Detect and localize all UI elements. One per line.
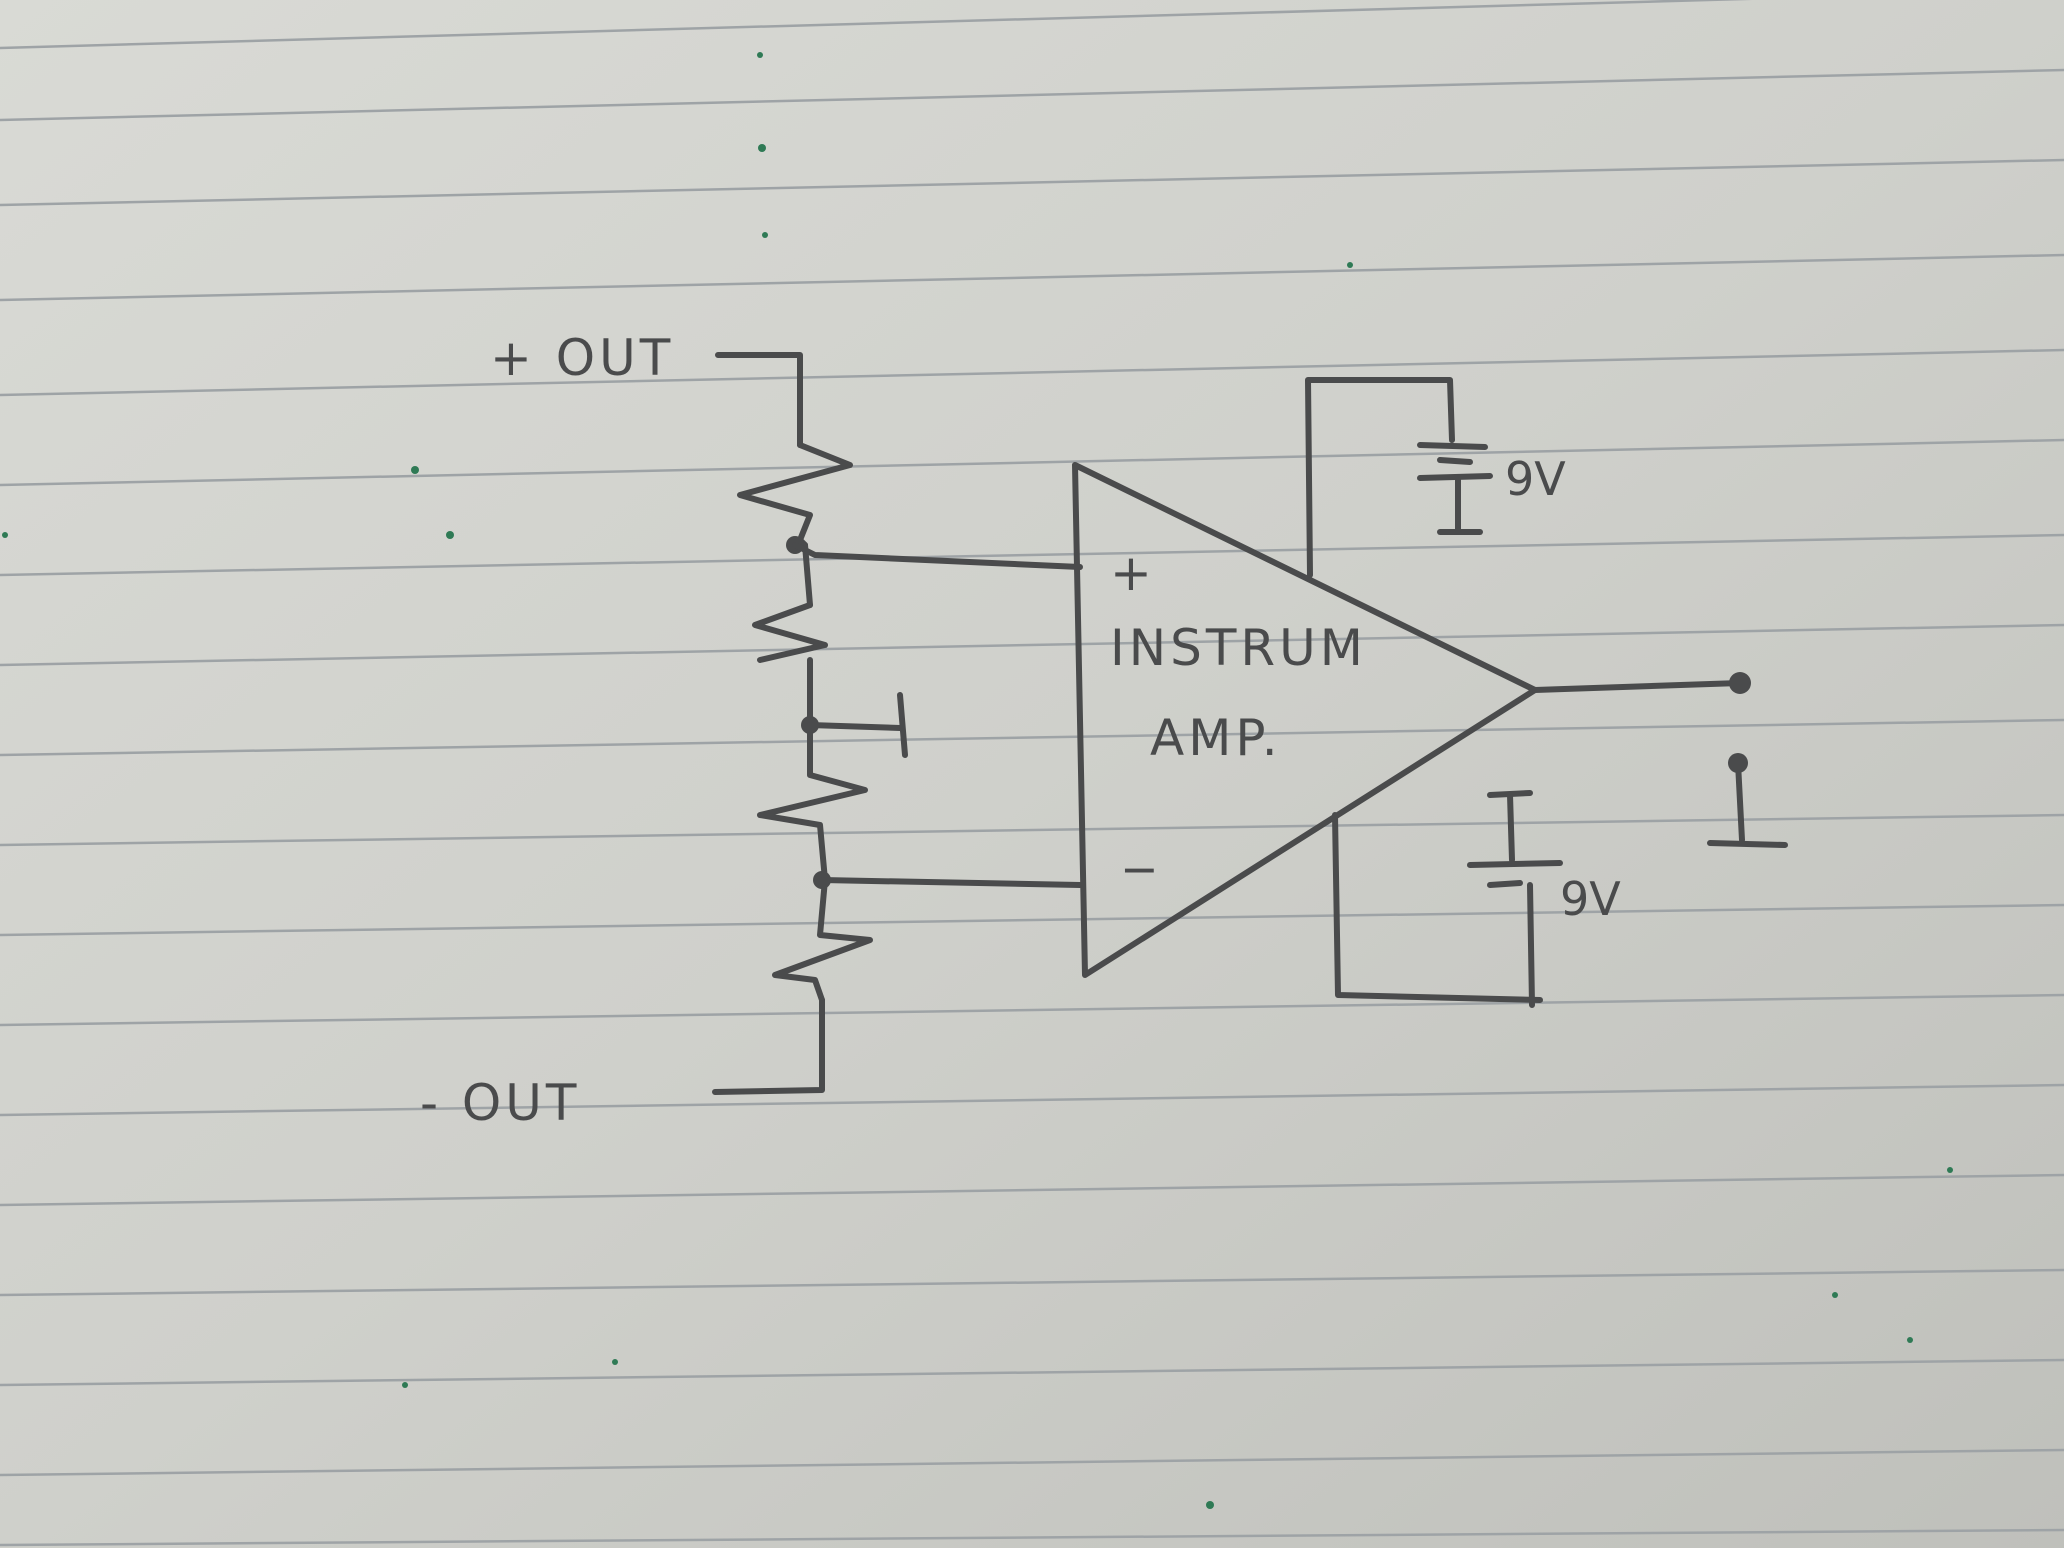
ground-tap-wire — [807, 722, 903, 731]
resistor-4 — [772, 877, 873, 1003]
output-ground-bar — [1707, 840, 1788, 848]
output-ground-lead — [1735, 760, 1745, 843]
minus-out-label: - OUT — [420, 1074, 580, 1132]
paper-specks — [2, 52, 1953, 1509]
output-terminal — [1729, 672, 1751, 694]
output-wire — [1532, 680, 1743, 693]
output-ground-terminal — [1728, 753, 1748, 773]
minus-input-wire — [819, 877, 1083, 888]
top-battery-label: 9V — [1505, 452, 1566, 506]
resistor-3 — [757, 722, 868, 883]
top-supply-battery — [1305, 377, 1493, 578]
amp-label-line2: AMP. — [1150, 709, 1282, 767]
bottom-battery-label: 9V — [1560, 872, 1621, 926]
plus-input-label: + — [1110, 544, 1156, 602]
amp-label-line1: INSTRUM — [1110, 619, 1367, 677]
plus-out-label: + OUT — [490, 329, 674, 387]
resistor-2 — [752, 602, 828, 663]
resistor-chain — [712, 352, 873, 1095]
bottom-supply-battery — [1332, 790, 1563, 1008]
ground-tap-bar — [897, 692, 908, 758]
minus-input-label: − — [1120, 842, 1159, 896]
resistor-1 — [737, 442, 853, 543]
plus-input-wire — [792, 542, 1083, 570]
